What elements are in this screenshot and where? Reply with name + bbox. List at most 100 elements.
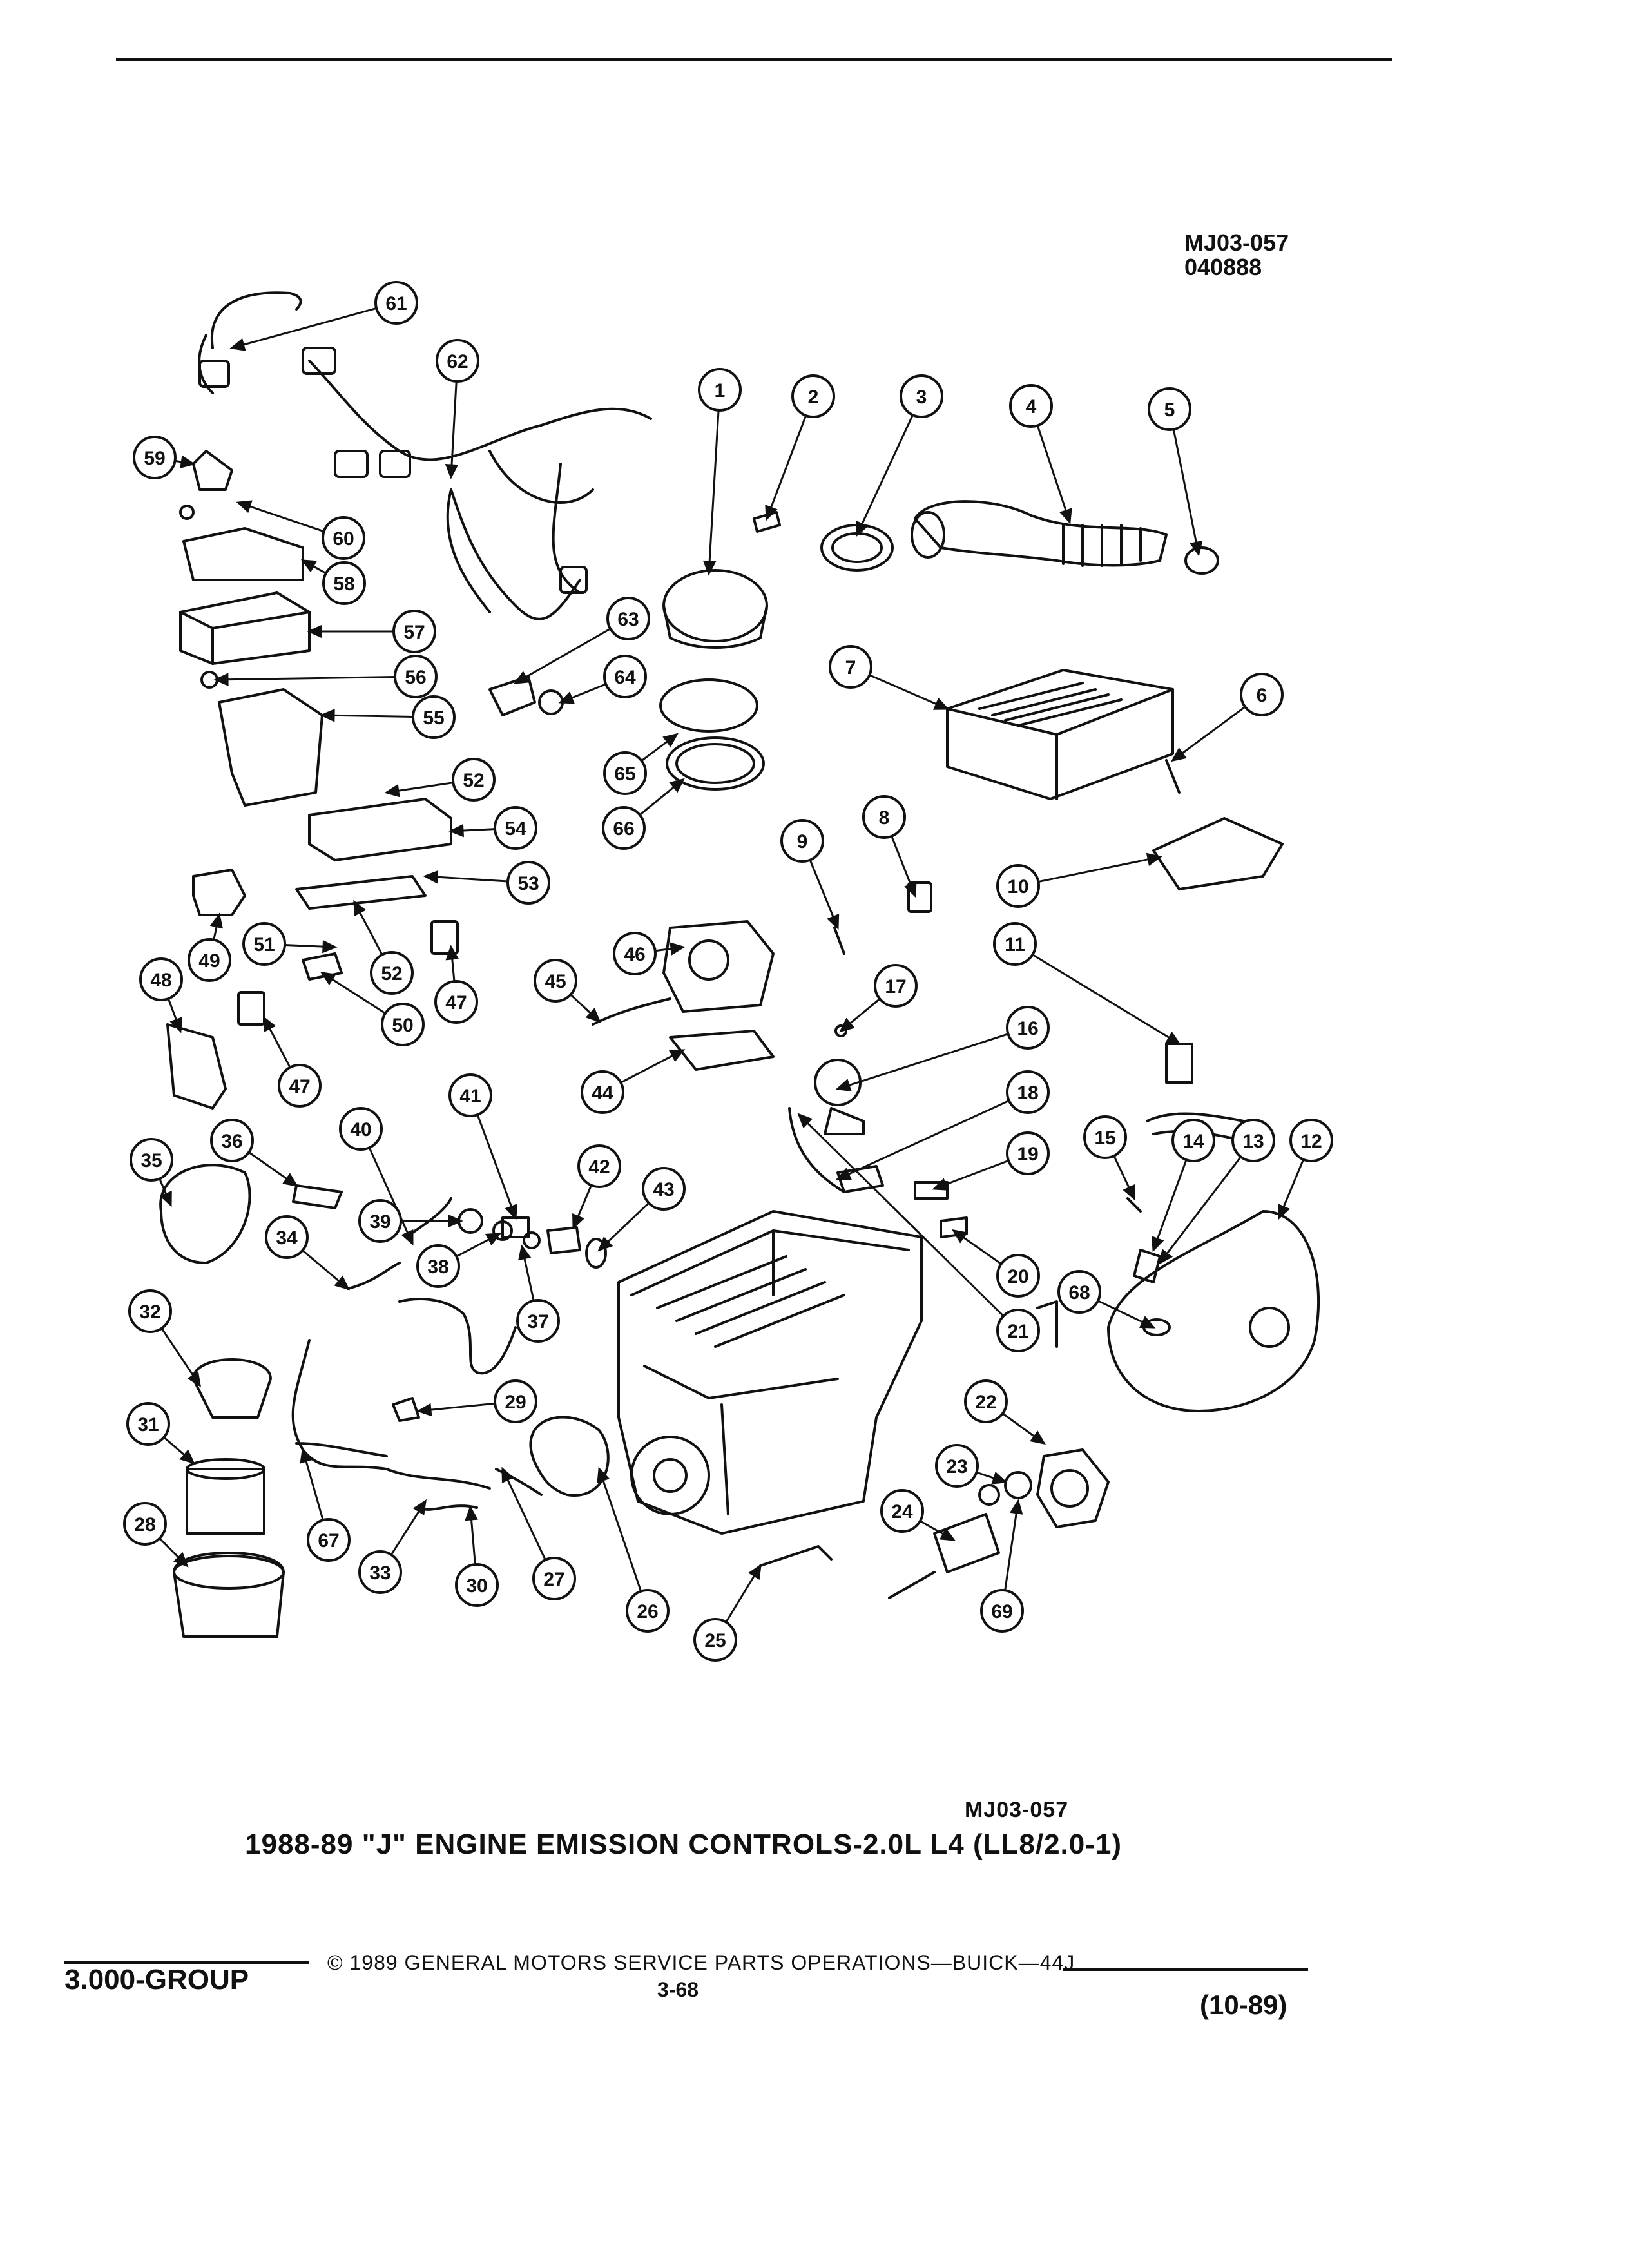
callout-arrowhead-57 [307, 624, 322, 639]
callout-arrowhead-62 [445, 463, 459, 479]
footer-copyright: © 1989 GENERAL MOTORS SERVICE PARTS OPER… [327, 1951, 1075, 1974]
callout-circle [133, 436, 177, 479]
callout-18: 18 [1006, 1070, 1050, 1114]
callout-number: 8 [879, 807, 890, 829]
callout-number: 39 [369, 1211, 390, 1233]
callout-1: 1 [698, 368, 742, 412]
callout-arrowhead-13 [1158, 1249, 1173, 1265]
callout-number: 42 [588, 1157, 610, 1178]
callout-28: 28 [123, 1502, 167, 1546]
callout-3: 3 [900, 374, 943, 418]
callout-arrowhead-37 [518, 1244, 532, 1261]
callout-number: 36 [221, 1131, 242, 1152]
callout-arrowhead-47 [263, 1015, 276, 1033]
callout-34: 34 [265, 1215, 309, 1259]
callout-56: 56 [394, 655, 438, 698]
callout-arrowhead-58 [300, 559, 318, 573]
callout-circle [577, 1144, 621, 1188]
callout-7: 7 [829, 645, 872, 689]
callout-arrowhead-4 [1059, 508, 1072, 524]
callout-circle [613, 932, 657, 975]
callout-arrowhead-56 [213, 673, 229, 686]
callout-number: 54 [505, 818, 526, 840]
callout-42: 42 [577, 1144, 621, 1188]
callout-53: 53 [506, 861, 550, 905]
callout-circle [534, 959, 577, 1003]
callout-arrowhead-32 [187, 1371, 202, 1388]
callout-61: 61 [374, 281, 418, 325]
callout-43: 43 [642, 1167, 686, 1211]
callout-arrowhead-16 [835, 1079, 852, 1091]
callout-circle [126, 1402, 170, 1446]
callout-number: 44 [592, 1082, 613, 1104]
callout-circle [139, 957, 183, 1001]
callout-circle [606, 597, 650, 640]
callout-circle [780, 819, 824, 863]
callout-circle [455, 1563, 499, 1607]
callout-number: 31 [137, 1414, 159, 1436]
callout-leader-40 [368, 1147, 414, 1244]
callout-arrowhead-69 [1009, 1499, 1023, 1515]
callout-9: 9 [780, 819, 824, 863]
callout-arrowhead-5 [1190, 540, 1203, 557]
callout-leader-7 [869, 674, 948, 710]
callout-arrowhead-55 [320, 709, 335, 722]
callout-circle [862, 795, 906, 839]
callout-leader-4 [1036, 425, 1071, 523]
callout-30: 30 [455, 1563, 499, 1607]
callout-arrowhead-47 [445, 945, 459, 961]
callout-arrowhead-1 [702, 560, 717, 576]
callout-circle [374, 281, 418, 325]
callout-number: 59 [144, 448, 165, 469]
callout-arrowhead-22 [1030, 1430, 1046, 1445]
callout-arrowhead-63 [513, 671, 530, 684]
callout-number: 29 [505, 1392, 526, 1413]
callout-number: 6 [1257, 685, 1268, 706]
callout-13: 13 [1231, 1119, 1275, 1162]
callout-circle [964, 1379, 1008, 1423]
callout-arrowhead-29 [416, 1403, 432, 1417]
callout-arrowhead-28 [173, 1552, 189, 1568]
callout-circle [1009, 384, 1053, 428]
callout-circle [693, 1618, 737, 1662]
callout-circle [1240, 673, 1284, 716]
callout-number: 60 [333, 528, 354, 550]
callout-leader-55 [322, 714, 414, 718]
callout-circle [532, 1557, 576, 1600]
callout-44: 44 [581, 1070, 624, 1114]
callout-arrowhead-17 [839, 1017, 855, 1033]
callout-leader-29 [418, 1402, 496, 1412]
callout-arrowhead-52 [384, 783, 400, 798]
callout-leader-56 [215, 676, 396, 681]
callout-31: 31 [126, 1402, 170, 1446]
callout-number: 66 [613, 818, 634, 840]
callout-2: 2 [791, 374, 835, 418]
callout-arrowhead-59 [180, 455, 196, 468]
callout-circle [412, 695, 456, 739]
callout-arrowhead-42 [572, 1213, 585, 1230]
callout-circle [130, 1138, 173, 1182]
callout-55: 55 [412, 695, 456, 739]
callout-number: 47 [445, 992, 467, 1014]
callout-number: 69 [991, 1601, 1012, 1622]
callout-circle [935, 1444, 979, 1488]
callout-arrowhead-67 [300, 1447, 313, 1464]
callout-19: 19 [1006, 1131, 1050, 1175]
callout-66: 66 [602, 806, 646, 850]
callout-leader-26 [598, 1468, 642, 1592]
callout-number: 23 [946, 1456, 967, 1477]
callout-number: 57 [403, 622, 425, 643]
callout-number: 32 [139, 1302, 160, 1323]
callout-number: 33 [369, 1562, 390, 1584]
callout-4: 4 [1009, 384, 1053, 428]
callout-24: 24 [880, 1489, 924, 1533]
callout-50: 50 [381, 1003, 425, 1046]
callout-arrowhead-23 [991, 1472, 1008, 1485]
callout-21: 21 [996, 1309, 1040, 1352]
callout-number: 61 [385, 293, 407, 314]
callout-number: 68 [1068, 1282, 1090, 1303]
callout-16: 16 [1006, 1006, 1050, 1050]
callout-circle [448, 1073, 492, 1117]
callout-26: 26 [626, 1589, 670, 1633]
callout-circle [996, 1254, 1040, 1298]
